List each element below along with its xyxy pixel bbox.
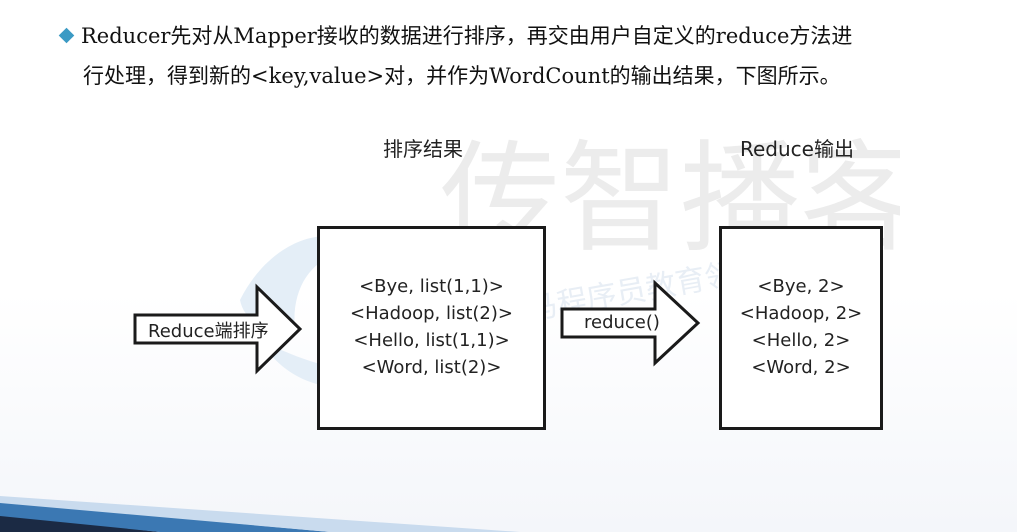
input-arrow-shape [133,283,303,375]
bullet-paragraph: Reducer先对从Mapper接收的数据进行排序，再交由用户自定义的reduc… [58,16,990,96]
sorted-item: <Hadoop, list(2)> [350,303,513,324]
sorted-result-list: <Bye, list(1,1)> <Hadoop, list(2)> <Hell… [320,273,543,381]
output-item: <Hello, 2> [751,330,851,351]
reduce-arrow-label: reduce() [584,312,660,333]
output-item: <Hadoop, 2> [739,303,863,324]
bullet-line-1: Reducer先对从Mapper接收的数据进行排序，再交由用户自定义的reduc… [58,16,990,56]
reduce-output-list: <Bye, 2> <Hadoop, 2> <Hello, 2> <Word, 2… [722,273,880,381]
sorted-item: <Word, list(2)> [361,357,502,378]
reduce-output-title: Reduce输出 [740,137,854,161]
output-item: <Bye, 2> [757,276,845,297]
bullet-text-line-1: Reducer先对从Mapper接收的数据进行排序，再交由用户自定义的reduc… [81,24,853,48]
bullet-line-2: 行处理，得到新的<key,value>对，并作为WordCount的输出结果，下… [60,56,990,96]
sorted-result-title: 排序结果 [383,137,463,161]
input-arrow-label: Reduce端排序 [148,321,269,342]
output-item: <Word, 2> [751,357,851,378]
reduce-arrow-shape [560,279,701,367]
sorted-item: <Hello, list(1,1)> [353,330,510,351]
reduce-output-box: <Bye, 2> <Hadoop, 2> <Hello, 2> <Word, 2… [719,226,883,430]
sorted-item: <Bye, list(1,1)> [359,276,504,297]
bullet-text-line-2: 行处理，得到新的<key,value>对，并作为WordCount的输出结果，下… [83,64,841,88]
sorted-result-box: <Bye, list(1,1)> <Hadoop, list(2)> <Hell… [317,226,546,430]
